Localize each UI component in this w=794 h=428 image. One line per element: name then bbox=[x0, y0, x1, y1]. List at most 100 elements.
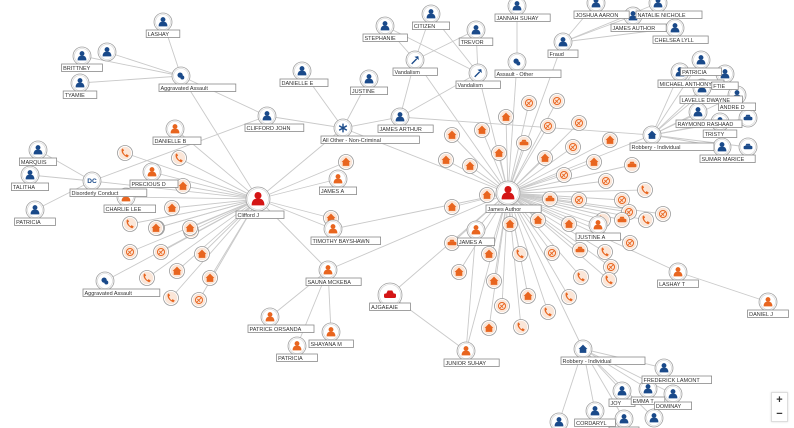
person-node[interactable] bbox=[359, 69, 379, 89]
person-node[interactable] bbox=[638, 379, 658, 399]
incident-node[interactable] bbox=[544, 245, 560, 261]
hub-node[interactable] bbox=[495, 180, 521, 206]
person-node[interactable] bbox=[644, 408, 664, 428]
incident-node[interactable] bbox=[614, 192, 630, 208]
incident-node[interactable] bbox=[191, 292, 207, 308]
incident-node[interactable] bbox=[169, 263, 185, 279]
incident-node[interactable] bbox=[462, 158, 478, 174]
person-node[interactable] bbox=[612, 381, 632, 401]
person-node[interactable] bbox=[328, 169, 348, 189]
incident-node[interactable] bbox=[122, 244, 138, 260]
person-node[interactable] bbox=[28, 140, 48, 160]
incident-node[interactable] bbox=[444, 127, 460, 143]
person-node[interactable] bbox=[549, 412, 569, 428]
person-node[interactable] bbox=[586, 0, 606, 13]
incident-node[interactable] bbox=[444, 199, 460, 215]
incident-node[interactable] bbox=[586, 154, 602, 170]
person-node[interactable] bbox=[665, 18, 685, 38]
zoom-in-button[interactable]: + bbox=[776, 394, 783, 406]
person-node[interactable] bbox=[588, 215, 608, 235]
incident-node[interactable] bbox=[540, 304, 556, 320]
person-node[interactable] bbox=[585, 401, 605, 421]
incident-node[interactable] bbox=[182, 220, 198, 236]
incident-node[interactable] bbox=[117, 145, 133, 161]
offense-node[interactable] bbox=[642, 125, 662, 145]
offense-node[interactable] bbox=[468, 63, 488, 83]
person-node[interactable] bbox=[20, 165, 40, 185]
person-node[interactable] bbox=[466, 220, 486, 240]
person-node[interactable] bbox=[153, 12, 173, 32]
offense-node[interactable] bbox=[95, 271, 115, 291]
incident-node[interactable] bbox=[194, 246, 210, 262]
incident-node[interactable] bbox=[602, 132, 618, 148]
incident-node[interactable] bbox=[542, 191, 558, 207]
incident-node[interactable] bbox=[655, 206, 671, 222]
person-node[interactable] bbox=[390, 107, 410, 127]
person-node[interactable] bbox=[287, 336, 307, 356]
person-node[interactable] bbox=[25, 200, 45, 220]
person-node[interactable] bbox=[466, 20, 486, 40]
incident-node[interactable] bbox=[571, 192, 587, 208]
incident-node[interactable] bbox=[614, 212, 630, 228]
incident-node[interactable] bbox=[572, 242, 588, 258]
vehicle-red-node[interactable] bbox=[377, 282, 403, 308]
incident-node[interactable] bbox=[438, 152, 454, 168]
incident-node[interactable] bbox=[561, 289, 577, 305]
person-node[interactable] bbox=[323, 219, 343, 239]
incident-node[interactable] bbox=[556, 167, 572, 183]
offense-node[interactable] bbox=[507, 52, 527, 72]
incident-node[interactable] bbox=[491, 145, 507, 161]
person-node[interactable] bbox=[70, 73, 90, 93]
incident-node[interactable] bbox=[597, 244, 613, 260]
incident-node[interactable] bbox=[479, 187, 495, 203]
incident-node[interactable] bbox=[637, 182, 653, 198]
offense-node[interactable] bbox=[171, 66, 191, 86]
offense-node[interactable]: DC bbox=[82, 171, 102, 191]
incident-node[interactable] bbox=[494, 298, 510, 314]
hub-node[interactable] bbox=[245, 186, 271, 212]
incident-node[interactable] bbox=[540, 118, 556, 134]
incident-node[interactable] bbox=[502, 216, 518, 232]
person-node[interactable] bbox=[72, 46, 92, 66]
zoom-out-button[interactable]: − bbox=[776, 408, 783, 420]
incident-node[interactable] bbox=[638, 212, 654, 228]
person-node[interactable] bbox=[663, 384, 683, 404]
incident-node[interactable] bbox=[444, 235, 460, 251]
incident-node[interactable] bbox=[148, 220, 164, 236]
person-node[interactable] bbox=[688, 102, 708, 122]
incident-node[interactable] bbox=[498, 109, 514, 125]
person-node[interactable] bbox=[648, 0, 668, 13]
person-node[interactable] bbox=[257, 106, 277, 126]
person-node[interactable] bbox=[758, 292, 778, 312]
incident-node[interactable] bbox=[571, 115, 587, 131]
incident-node[interactable] bbox=[624, 157, 640, 173]
person-node[interactable] bbox=[614, 409, 634, 428]
incident-node[interactable] bbox=[516, 135, 532, 151]
incident-node[interactable] bbox=[603, 259, 619, 275]
incident-node[interactable] bbox=[153, 244, 169, 260]
incident-node[interactable] bbox=[164, 200, 180, 216]
person-node[interactable] bbox=[456, 341, 476, 361]
incident-node[interactable] bbox=[565, 139, 581, 155]
incident-node[interactable] bbox=[338, 154, 354, 170]
person-node[interactable] bbox=[97, 42, 117, 62]
incident-node[interactable] bbox=[474, 122, 490, 138]
incident-node[interactable] bbox=[530, 212, 546, 228]
incident-node[interactable] bbox=[202, 270, 218, 286]
person-node[interactable] bbox=[292, 61, 312, 81]
incident-node[interactable] bbox=[171, 150, 187, 166]
person-node[interactable] bbox=[321, 322, 341, 342]
person-node[interactable] bbox=[712, 137, 732, 157]
offense-node[interactable] bbox=[553, 32, 573, 52]
person-node[interactable] bbox=[654, 358, 674, 378]
incident-node[interactable] bbox=[481, 320, 497, 336]
incident-node[interactable] bbox=[451, 264, 467, 280]
incident-node[interactable] bbox=[573, 269, 589, 285]
incident-node[interactable] bbox=[520, 288, 536, 304]
offense-node[interactable] bbox=[333, 118, 353, 138]
incident-node[interactable] bbox=[486, 273, 502, 289]
vehicle-blue-node[interactable] bbox=[738, 137, 758, 157]
incident-node[interactable] bbox=[163, 290, 179, 306]
incident-node[interactable] bbox=[549, 93, 565, 109]
